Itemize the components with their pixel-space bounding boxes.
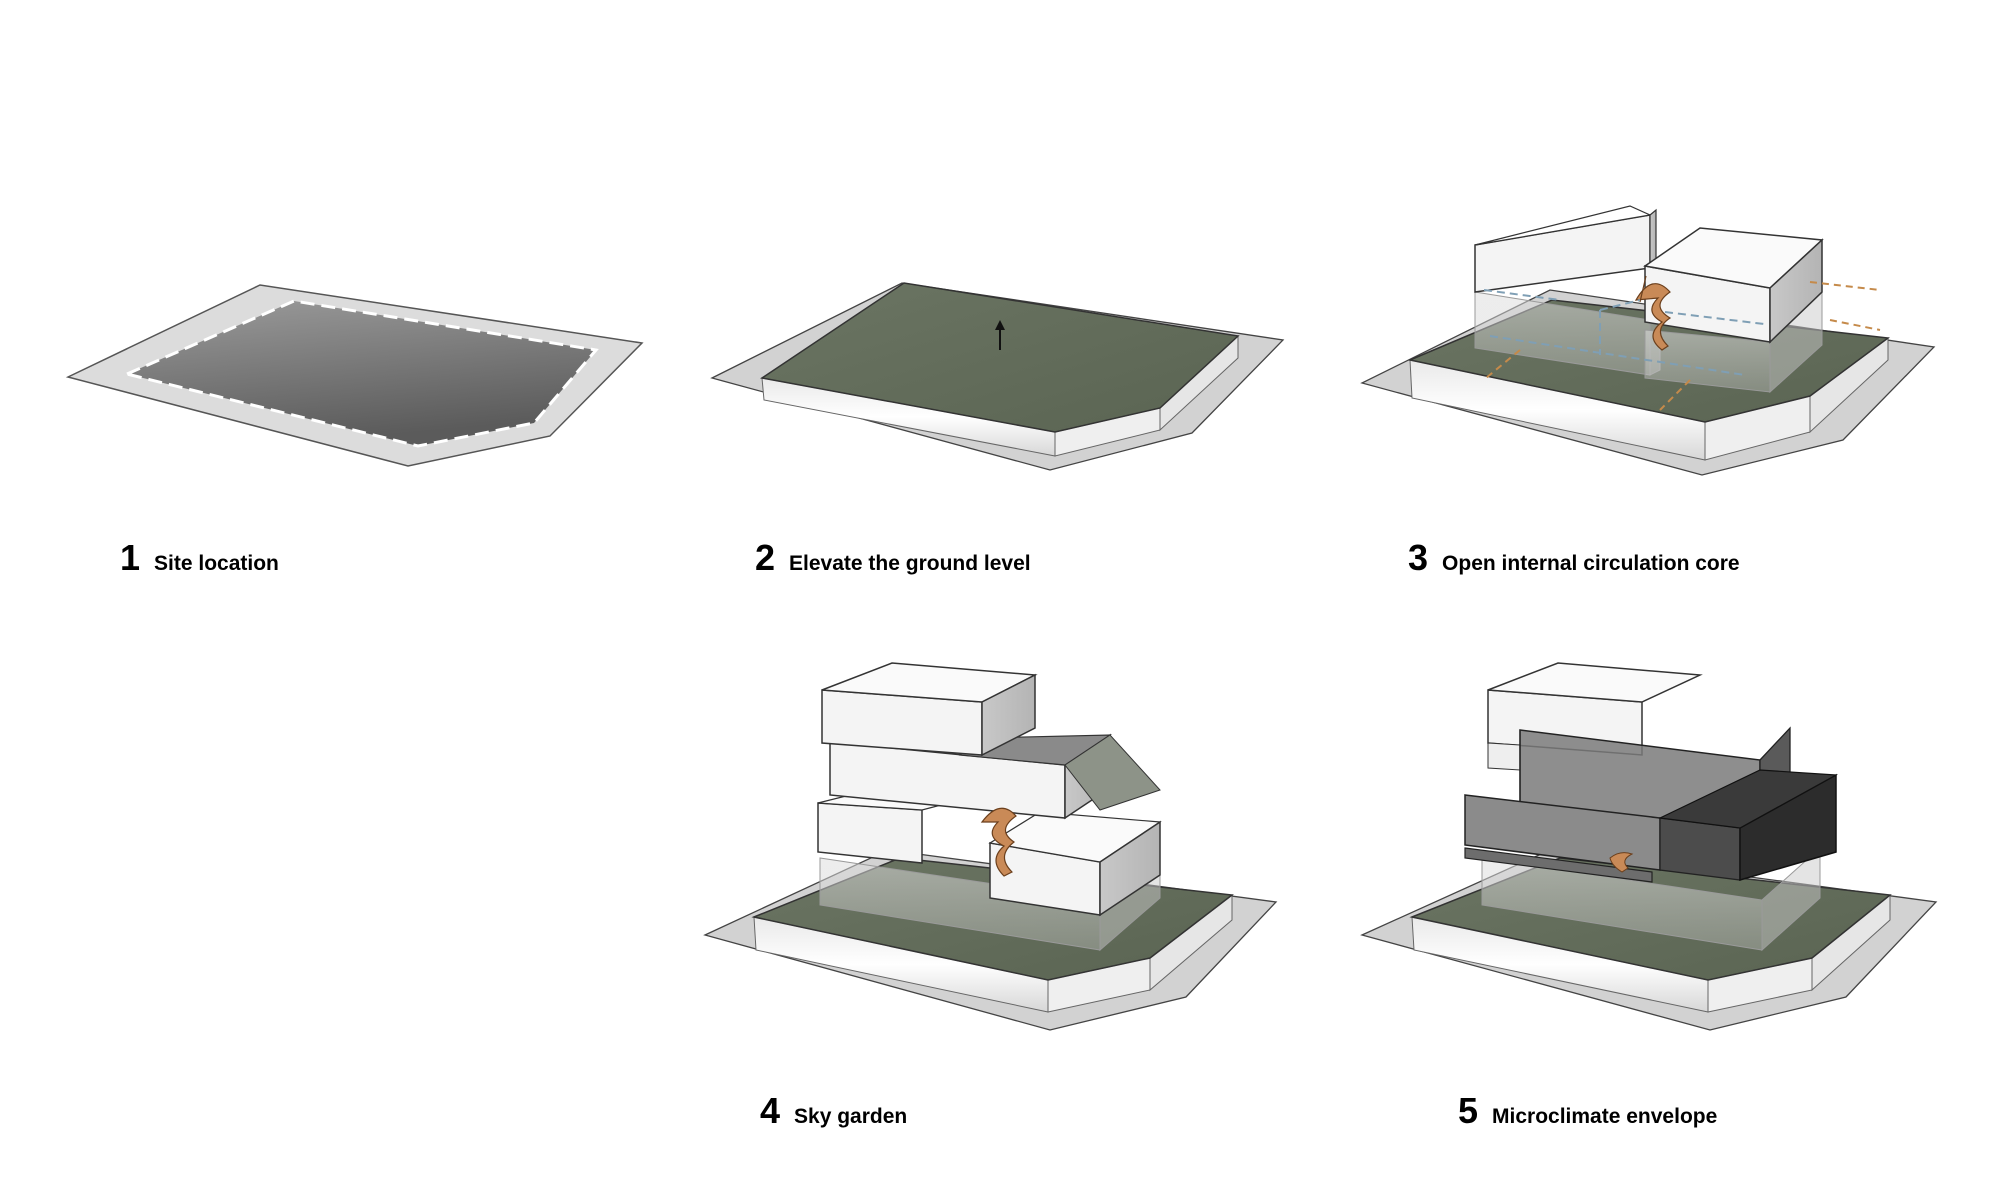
- circulation-arrows: [1483, 281, 1881, 411]
- step-title: Open internal circulation core: [1442, 552, 1740, 575]
- diagram-elevate-ground: [710, 282, 1285, 471]
- step-title: Elevate the ground level: [789, 552, 1031, 575]
- step-number: 5: [1458, 1090, 1479, 1131]
- step-title: Site location: [154, 552, 279, 575]
- diagram-microclimate-envelope: [1360, 662, 1938, 1031]
- step-label-3: 3 Open internal circulation core: [1408, 540, 1740, 576]
- diagram-site-location: [65, 284, 644, 467]
- step-label-1: 1 Site location: [120, 540, 279, 576]
- diagram-sky-garden: [703, 662, 1278, 1031]
- step-label-4: 4 Sky garden: [760, 1093, 907, 1129]
- diagram-circulation-core: [1360, 205, 1936, 476]
- spiral-stair: [1634, 275, 1672, 351]
- step-label-2: 2 Elevate the ground level: [755, 540, 1031, 576]
- step-number: 3: [1408, 537, 1429, 578]
- step-title: Microclimate envelope: [1492, 1105, 1718, 1128]
- step-number: 2: [755, 537, 776, 578]
- step-label-5: 5 Microclimate envelope: [1458, 1093, 1717, 1129]
- step-number: 1: [120, 537, 141, 578]
- step-number: 4: [760, 1090, 781, 1131]
- up-arrow-icon: [995, 320, 1005, 350]
- step-title: Sky garden: [794, 1105, 908, 1128]
